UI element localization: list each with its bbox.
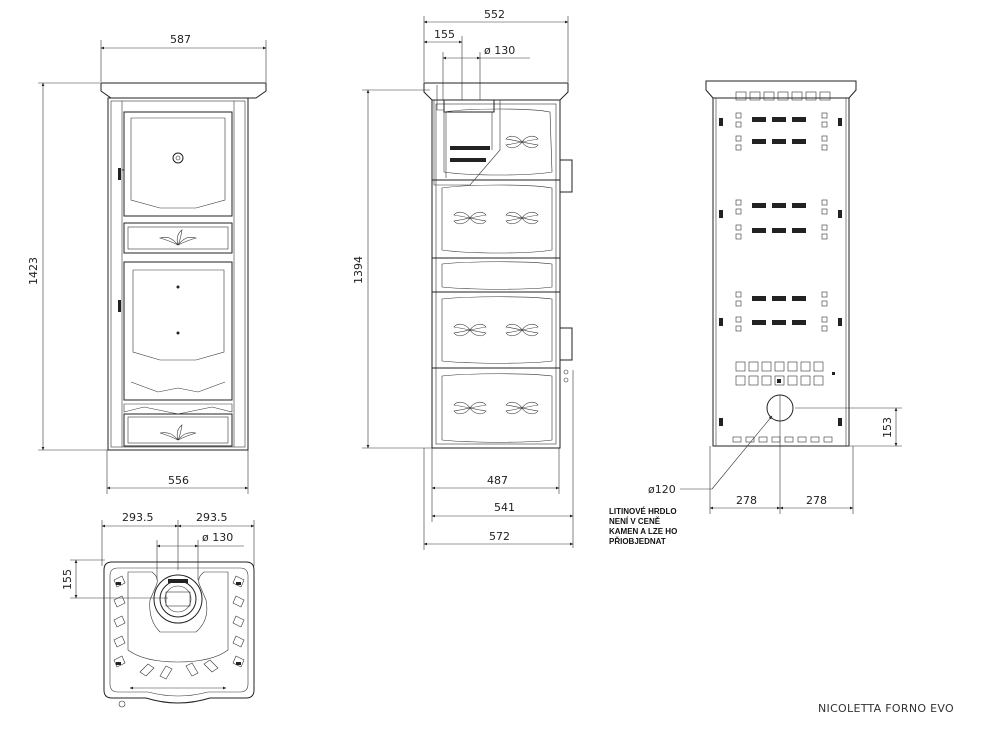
note-line-3: KAMEN A LZE HO [609,527,677,536]
note-line-4: PŘIOBJEDNAT [609,537,666,546]
top-view: 293.5 293.5 ø 130 155 [61,511,255,708]
back-right-half: 278 [806,494,827,507]
side-overall-width: 552 [484,8,505,21]
side-height: 1394 [352,256,365,284]
front-base-width: 556 [168,474,189,487]
side-flue-offset: 155 [434,28,455,41]
back-view: 153 ø120 278 278 [648,80,902,514]
side-view: 552 155 ø 130 1394 [352,8,574,550]
top-flue-offset: 155 [61,569,74,590]
back-left-half: 278 [736,494,757,507]
model-name: NICOLETTA FORNO EVO [818,702,954,715]
side-width-487: 487 [487,474,508,487]
top-flue-diameter: ø 130 [202,531,233,544]
note-line-1: LITINOVÉ HRDLO [609,507,677,516]
front-view: 587 1423 556 [27,33,267,494]
front-height: 1423 [27,257,40,285]
side-width-572: 572 [489,530,510,543]
outlet-height: 153 [881,417,894,438]
outlet-diameter: ø120 [648,483,676,496]
note-line-2: NENÍ V CENĚ [609,517,661,526]
front-top-width: 587 [170,33,191,46]
top-right-half: 293.5 [196,511,228,524]
top-left-half: 293.5 [122,511,154,524]
note-block: LITINOVÉ HRDLO NENÍ V CENĚ KAMEN A LZE H… [609,507,677,546]
side-flue-diameter: ø 130 [484,44,515,57]
side-width-541: 541 [494,501,515,514]
